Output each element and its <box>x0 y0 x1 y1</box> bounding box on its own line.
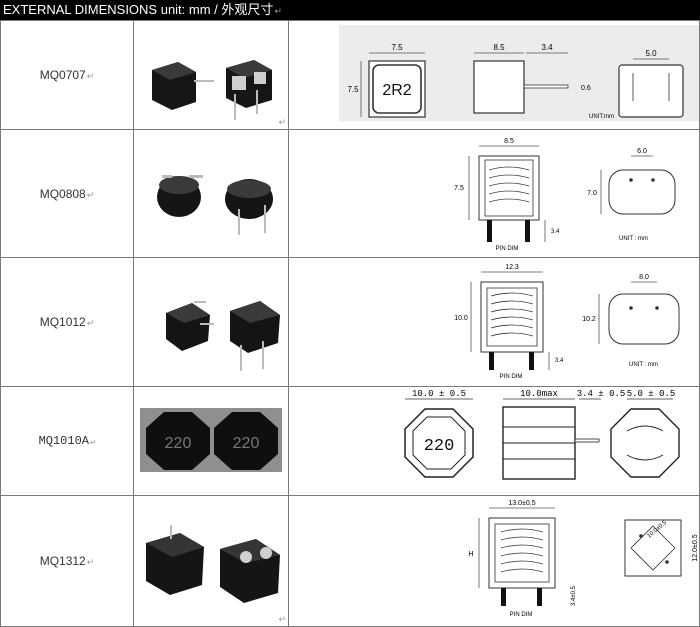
inductor-right <box>225 178 273 235</box>
photo-cell: 220 220 <box>133 386 289 496</box>
inductor-right <box>230 300 280 371</box>
dim-side-length: 8.5 <box>493 43 505 52</box>
return-mark-icon: ↵ <box>86 189 95 200</box>
dim-pin-spacing: 6.0 <box>637 148 647 155</box>
dimensions-header: EXTERNAL DIMENSIONS unit: mm / 外观尺寸↵ <box>0 0 700 20</box>
return-mark-icon: ↵ <box>86 318 95 328</box>
photo-marking: 220 <box>165 435 192 452</box>
photo-cell <box>133 257 289 387</box>
model-name: MQ1012 <box>39 315 86 329</box>
dimension-drawing: 12.3 10.0 3.4 PIN DIM 8.0 10.2 UNIT : mm <box>454 264 680 380</box>
drawing-cell: 12.3 10.0 3.4 PIN DIM 8.0 10.2 UNIT : mm <box>288 257 700 387</box>
dim-pin-length: 3.4 ± 0.5 <box>577 389 626 399</box>
inductor-left <box>152 61 214 110</box>
return-mark-icon: ↵ <box>90 437 96 447</box>
model-cell: MQ0707↵ <box>0 20 134 130</box>
unit-label: UNIT:mm <box>589 114 614 120</box>
dim-end-spacing: 5.0 <box>645 49 657 58</box>
model-name: MQ0707 <box>39 68 86 82</box>
pin-dim-label: PIN DIM <box>496 246 519 252</box>
part-marking: 220 <box>424 437 455 456</box>
dim-diameter: 10.0 ± 0.5 <box>412 389 466 399</box>
header-title: EXTERNAL DIMENSIONS unit: mm / 外观尺寸 <box>3 2 274 17</box>
unit-label: UNIT : mm <box>629 362 658 368</box>
inductor-photo <box>146 524 280 603</box>
inductor-left <box>146 524 204 595</box>
inductor-photo <box>166 300 280 371</box>
dimension-drawing: 220 10.0 ± 0.5 10.0max 3.4 ± 0.5 5.0 ± 0… <box>404 389 680 480</box>
inductor-photo: 220 220 <box>140 407 282 472</box>
dim-length: 12.3 <box>505 264 519 271</box>
inductor-left <box>157 174 203 217</box>
dim-length: 8.5 <box>504 138 514 145</box>
model-cell: MQ0808↵ <box>0 129 134 258</box>
drawing-cell: 2R2 7.5 7.5 8.5 3.4 0.6 5.0 UNIT:mm <box>288 20 700 130</box>
dim-pin-length: 3.4 <box>551 229 560 235</box>
return-mark-icon: ↵ <box>86 71 95 81</box>
table-row: MQ0808↵ <box>0 129 700 258</box>
dim-pin-spacing: 5.0 ± 0.5 <box>627 389 676 399</box>
inductor-right: 220 <box>214 411 278 470</box>
model-name: MQ0808 <box>39 186 86 201</box>
dim-height: 7.5 <box>454 185 464 192</box>
dim-pin-diameter: 0.6 <box>581 85 591 92</box>
dim-width: 12.0±0.5 <box>692 534 699 561</box>
model-cell: MQ1012↵ <box>0 257 134 387</box>
photo-cell <box>133 129 289 258</box>
inductor-left <box>166 300 214 351</box>
dim-pin-length: 3.4 <box>541 43 553 52</box>
dim-length: 13.0±0.5 <box>508 500 535 507</box>
drawing-cell: 13.0±0.5 H 3.4±0.5 PIN DIM 10.0±0.5 12.0… <box>288 495 700 627</box>
table-row: MQ1012↵ <box>0 257 700 387</box>
inductor-photo <box>152 59 272 120</box>
model-name: MQ1010A <box>38 434 89 448</box>
dimension-drawing: 13.0±0.5 H 3.4±0.5 PIN DIM 10.0±0.5 12.0… <box>468 500 699 618</box>
dim-pin-length: 3.4 <box>555 358 564 364</box>
return-mark-icon: ↵ <box>86 557 95 567</box>
drawing-cell: 220 10.0 ± 0.5 10.0max 3.4 ± 0.5 5.0 ± 0… <box>288 386 700 496</box>
pin-dim-label: PIN DIM <box>500 374 523 380</box>
photo-marking: 220 <box>233 435 260 452</box>
photo-cell: ↵ <box>133 495 289 627</box>
inductor-left: 220 <box>146 411 210 470</box>
model-cell: MQ1312↵ <box>0 495 134 627</box>
dim-width: 10.2 <box>582 316 596 323</box>
part-marking: 2R2 <box>382 82 411 99</box>
model-name: MQ1312 <box>39 554 86 568</box>
dim-top-height: 7.5 <box>347 85 359 94</box>
table-row: MQ1010A↵ 220 220 220 <box>0 386 700 496</box>
return-mark-icon: ↵ <box>278 614 286 624</box>
table-row: MQ1312↵ ↵ <box>0 495 700 627</box>
dim-height-max: 10.0max <box>520 389 558 399</box>
dim-width: 7.0 <box>587 190 597 197</box>
dimension-drawing: 2R2 7.5 7.5 8.5 3.4 0.6 5.0 UNIT:mm <box>339 25 699 121</box>
model-cell: MQ1010A↵ <box>0 386 134 496</box>
dim-pin-spacing: 8.0 <box>639 274 649 281</box>
dimensions-table: MQ0707↵ ↵ <box>0 20 700 627</box>
inductor-right <box>226 59 272 120</box>
return-mark-icon: ↵ <box>274 6 282 16</box>
inductor-photo <box>157 174 273 235</box>
pin-dim-label: PIN DIM <box>510 612 533 618</box>
photo-cell: ↵ <box>133 20 289 130</box>
drawing-cell: 8.5 7.5 3.4 PIN DIM 6.0 7.0 UNIT : mm <box>288 129 700 258</box>
table-row: MQ0707↵ ↵ <box>0 20 700 130</box>
dim-height: 10.0 <box>454 315 468 322</box>
return-mark-icon: ↵ <box>278 117 286 127</box>
inductor-right <box>220 538 280 603</box>
dim-height: H <box>468 551 473 558</box>
unit-label: UNIT : mm <box>619 236 648 242</box>
dim-top-width: 7.5 <box>391 43 403 52</box>
dimension-drawing: 8.5 7.5 3.4 PIN DIM 6.0 7.0 UNIT : mm <box>454 138 676 252</box>
